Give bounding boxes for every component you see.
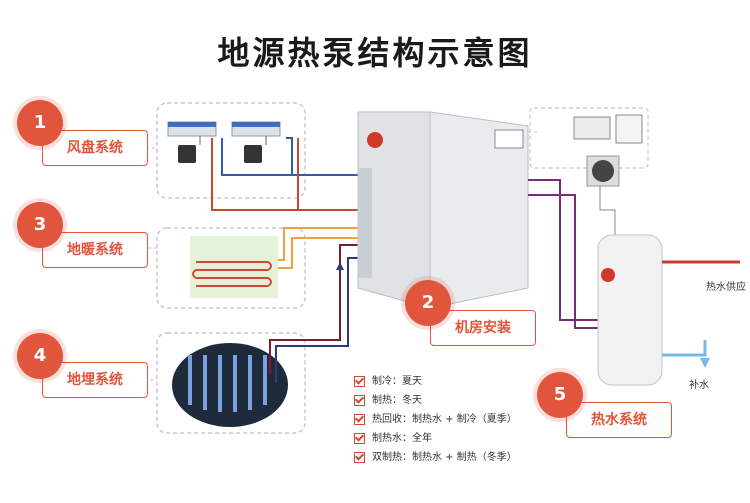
legend-item: 制热水：全年 <box>354 429 517 448</box>
checkbox-icon <box>354 414 365 425</box>
controller-devices <box>573 114 643 187</box>
label-hot-water: 热水系统 <box>566 402 672 438</box>
controller-panel <box>529 107 649 169</box>
makeup-water-label: 补水 <box>689 380 709 391</box>
hot-water-tank <box>597 234 663 386</box>
legend-item: 热回收：制热水 + 制冷（夏季） <box>354 410 517 429</box>
heat-pump-unit <box>357 111 529 309</box>
legend-item: 制热：冬天 <box>354 391 517 410</box>
fan-coil-panel <box>156 102 306 199</box>
badge-3: 3 <box>17 202 63 248</box>
label-floor-heating: 地暖系统 <box>42 232 148 268</box>
label-fan-coil: 风盘系统 <box>42 130 148 166</box>
checkbox-icon <box>354 395 365 406</box>
badge-5: 5 <box>537 372 583 418</box>
fan-coil-unit-1 <box>167 121 217 163</box>
ground-loop-pipes <box>188 355 267 412</box>
hot-water-supply-label: 热水供应 <box>706 282 746 293</box>
label-machine-room: 机房安装 <box>430 310 536 346</box>
badge-2: 2 <box>405 280 451 326</box>
badge-1: 1 <box>17 100 63 146</box>
floor-heating-coil <box>192 261 272 287</box>
ground-loop-panel <box>156 332 306 434</box>
mode-legend: 制冷：夏天 制热：冬天 热回收：制热水 + 制冷（夏季） 制热水：全年 双制热：… <box>354 372 517 467</box>
page-title: 地源热泵结构示意图 <box>217 34 533 72</box>
badge-4: 4 <box>17 333 63 379</box>
checkbox-icon <box>354 433 365 444</box>
checkbox-icon <box>354 376 365 387</box>
fan-coil-unit-2 <box>231 121 281 163</box>
checkbox-icon <box>354 452 365 463</box>
legend-item: 双制热：制热水 + 制热（冬季） <box>354 448 517 467</box>
floor-heating-panel <box>156 227 306 309</box>
legend-item: 制冷：夏天 <box>354 372 517 391</box>
label-ground-loop: 地埋系统 <box>42 362 148 398</box>
